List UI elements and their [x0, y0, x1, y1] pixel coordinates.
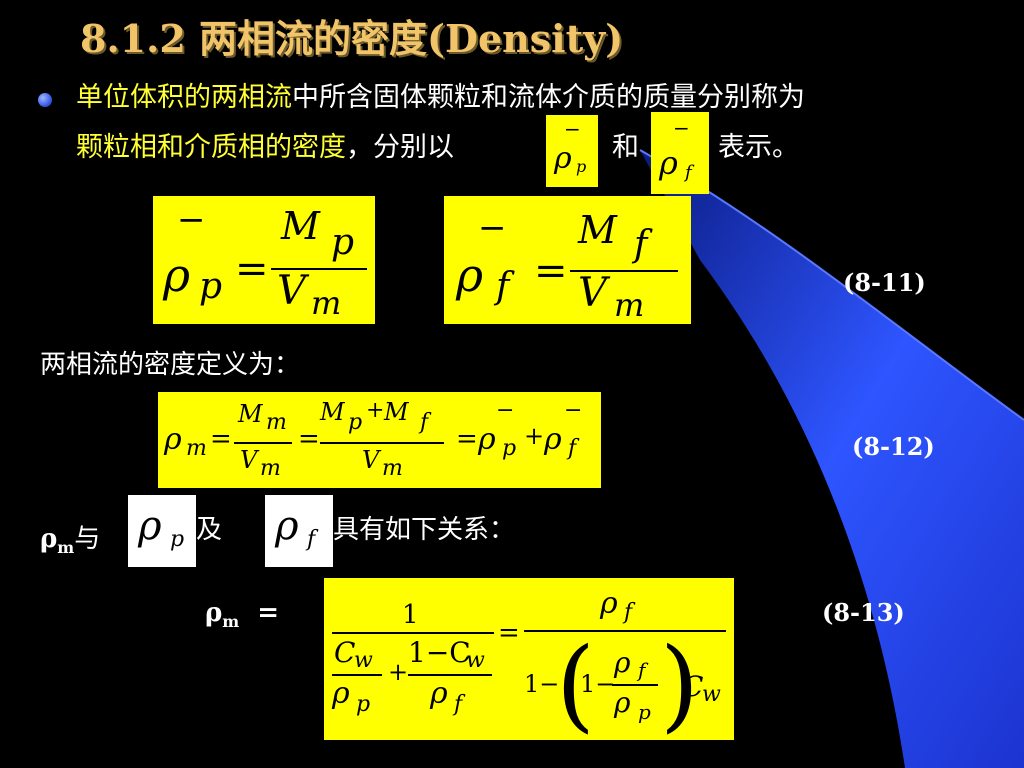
formula-rho-p: − ρ p = M p V m	[153, 196, 375, 324]
equation-number-8-11: (8-11)	[843, 268, 926, 297]
definition-line-1: 单位体积的两相流中所含固体颗粒和流体介质的质量分别称为	[76, 78, 805, 118]
definition-and: 和	[612, 132, 639, 163]
equation-number-8-12: (8-12)	[852, 432, 935, 461]
page-title: 8.1.2 两相流的密度(Density)	[80, 16, 624, 61]
definition-text-1: 中所含固体颗粒和流体介质的质量分别称为	[292, 82, 805, 113]
rho-m-label: ρm与	[40, 524, 101, 558]
symbol-rho-p-white: ρ p	[128, 495, 196, 567]
highlight-two-phase-unit-volume: 单位体积的两相流	[76, 82, 292, 113]
formula-rho-f: − ρ f = M f V m	[444, 196, 691, 324]
formula-rho-m: ρ m = M m V m = M p + M f V m = − ρ p + …	[158, 392, 601, 488]
inline-symbol-rho-p: − ρ p	[546, 115, 598, 187]
inline-symbol-rho-f: − ρ f	[651, 112, 709, 194]
definition-end: 表示。	[718, 132, 799, 163]
rho-m-equals-label: ρm=	[205, 598, 280, 632]
two-phase-density-definition-heading: 两相流的密度定义为：	[40, 350, 301, 380]
equation-number-8-13: (8-13)	[822, 598, 905, 627]
definition-text-2: ，分别以	[346, 132, 454, 163]
formula-rho-m-relation: 1 C w ρ p + 1−C w ρ f = ρ f 1− ( 1− ρ f …	[324, 578, 734, 743]
bullet-icon	[38, 93, 52, 107]
and-text: 及	[196, 515, 223, 545]
definition-line-2: 颗粒相和介质相的密度，分别以	[76, 128, 454, 168]
highlight-particle-medium-density: 颗粒相和介质相的密度	[76, 132, 346, 163]
relation-text: 具有如下关系：	[333, 515, 516, 545]
symbol-rho-f-white: ρ f	[265, 495, 333, 567]
